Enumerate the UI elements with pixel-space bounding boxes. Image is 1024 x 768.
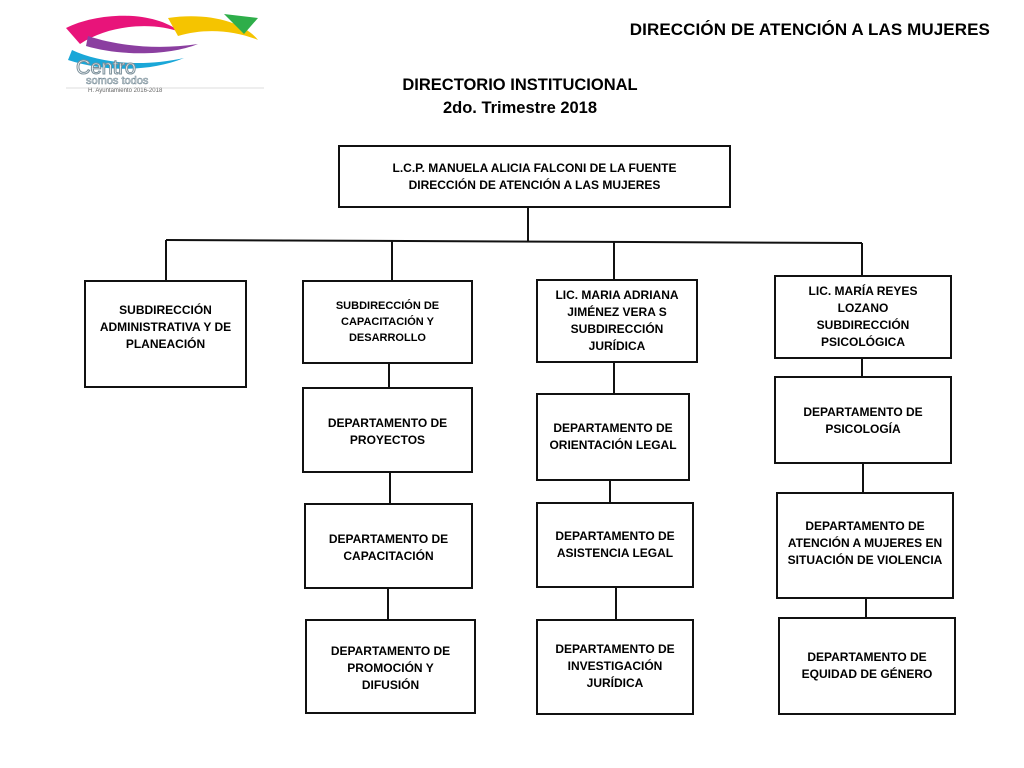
logo-brand-text: Centro [76,57,136,79]
department-projects-box: DEPARTAMENTO DE PROYECTOS [302,387,473,473]
subdirection-psychology-line: PSICOLÓGICA [820,335,905,349]
department-line: ORIENTACIÓN LEGAL [549,438,677,452]
subdirection-admin-line: ADMINISTRATIVA Y DE [99,320,232,334]
department-violence-attention-box: DEPARTAMENTO DE ATENCIÓN A MUJERES EN SI… [776,492,954,599]
department-line: DEPARTAMENTO DE [807,650,927,664]
period-label: 2do. Trimestre 2018 [442,99,598,117]
subdirection-psychology-line: SUBDIRECCIÓN [816,318,910,332]
subdirection-legal-line: JIMÉNEZ VERA S [567,305,667,319]
department-line: PROMOCIÓN Y [347,661,434,675]
department-line: DEPARTAMENTO DE [555,529,675,543]
root-director-name: L.C.P. MANUELA ALICIA FALCONI DE LA FUEN… [392,160,677,175]
department-line: DEPARTAMENTO DE [553,421,673,435]
subdirection-legal-line: LIC. MARIA ADRIANA [555,288,679,302]
department-line: PROYECTOS [349,433,426,447]
department-line: DIFUSIÓN [361,678,420,692]
department-line: INVESTIGACIÓN [567,659,663,673]
department-line: ASISTENCIA LEGAL [556,546,674,560]
subdirection-admin-line: SUBDIRECCIÓN [119,303,212,317]
department-line: DEPARTAMENTO DE [328,532,449,546]
subdirection-training-line: SUBDIRECCIÓN DE [335,300,440,312]
department-legal-orientation-box: DEPARTAMENTO DE ORIENTACIÓN LEGAL [536,393,690,481]
department-promotion-box: DEPARTAMENTO DE PROMOCIÓN Y DIFUSIÓN [305,619,476,714]
logo-tagline-text: somos todos [86,75,149,87]
department-gender-equity-box: DEPARTAMENTO DE EQUIDAD DE GÉNERO [778,617,956,715]
subdirection-legal-line: JURÍDICA [588,339,646,353]
horizontal-bus-connector [165,239,863,244]
subdirection-legal-box: LIC. MARIA ADRIANA JIMÉNEZ VERA S SUBDIR… [536,279,698,363]
department-line: DEPARTAMENTO DE [805,519,925,533]
department-line: DEPARTAMENTO DE [555,642,675,656]
subdirection-psychology-line: LIC. MARÍA REYES [808,284,918,298]
department-line: CAPACITACIÓN [343,549,434,563]
subdirection-legal-line: SUBDIRECCIÓN [570,322,664,336]
department-line: SITUACIÓN DE VIOLENCIA [787,553,943,567]
department-line: DEPARTAMENTO DE [803,405,923,419]
department-line: ATENCIÓN A MUJERES EN [787,536,943,550]
department-line: JURÍDICA [586,676,644,690]
organization-title: DIRECCIÓN DE ATENCIÓN A LAS MUJERES [629,20,990,39]
department-line: DEPARTAMENTO DE [330,644,451,658]
department-line: EQUIDAD DE GÉNERO [801,667,933,681]
centro-logo: Centro somos todos H. Ayuntamiento 2016-… [58,10,270,94]
subdirection-psychology-line: LOZANO [837,301,889,315]
department-legal-assistance-box: DEPARTAMENTO DE ASISTENCIA LEGAL [536,502,694,588]
department-training-box: DEPARTAMENTO DE CAPACITACIÓN [304,503,473,589]
department-line: PSICOLOGÍA [825,422,901,436]
subdirection-training-line: DESARROLLO [348,332,426,344]
logo-subtitle-text: H. Ayuntamiento 2016-2018 [88,88,163,94]
document-title: DIRECTORIO INSTITUCIONAL [402,76,638,94]
subdirection-admin-line: PLANEACIÓN [125,337,206,351]
root-director-role: DIRECCIÓN DE ATENCIÓN A LAS MUJERES [408,177,661,192]
subdirection-training-box: SUBDIRECCIÓN DE CAPACITACIÓN Y DESARROLL… [302,280,473,364]
department-line: DEPARTAMENTO DE [327,416,448,430]
root-director-box: L.C.P. MANUELA ALICIA FALCONI DE LA FUEN… [338,145,731,208]
subdirection-administrative-box: SUBDIRECCIÓN ADMINISTRATIVA Y DE PLANEAC… [84,280,247,388]
department-psychology-box: DEPARTAMENTO DE PSICOLOGÍA [774,376,952,464]
document-title-block: DIRECTORIO INSTITUCIONAL 2do. Trimestre … [340,74,700,120]
department-legal-research-box: DEPARTAMENTO DE INVESTIGACIÓN JURÍDICA [536,619,694,715]
subdirection-training-line: CAPACITACIÓN Y [341,316,434,328]
subdirection-psychology-box: LIC. MARÍA REYES LOZANO SUBDIRECCIÓN PSI… [774,275,952,359]
